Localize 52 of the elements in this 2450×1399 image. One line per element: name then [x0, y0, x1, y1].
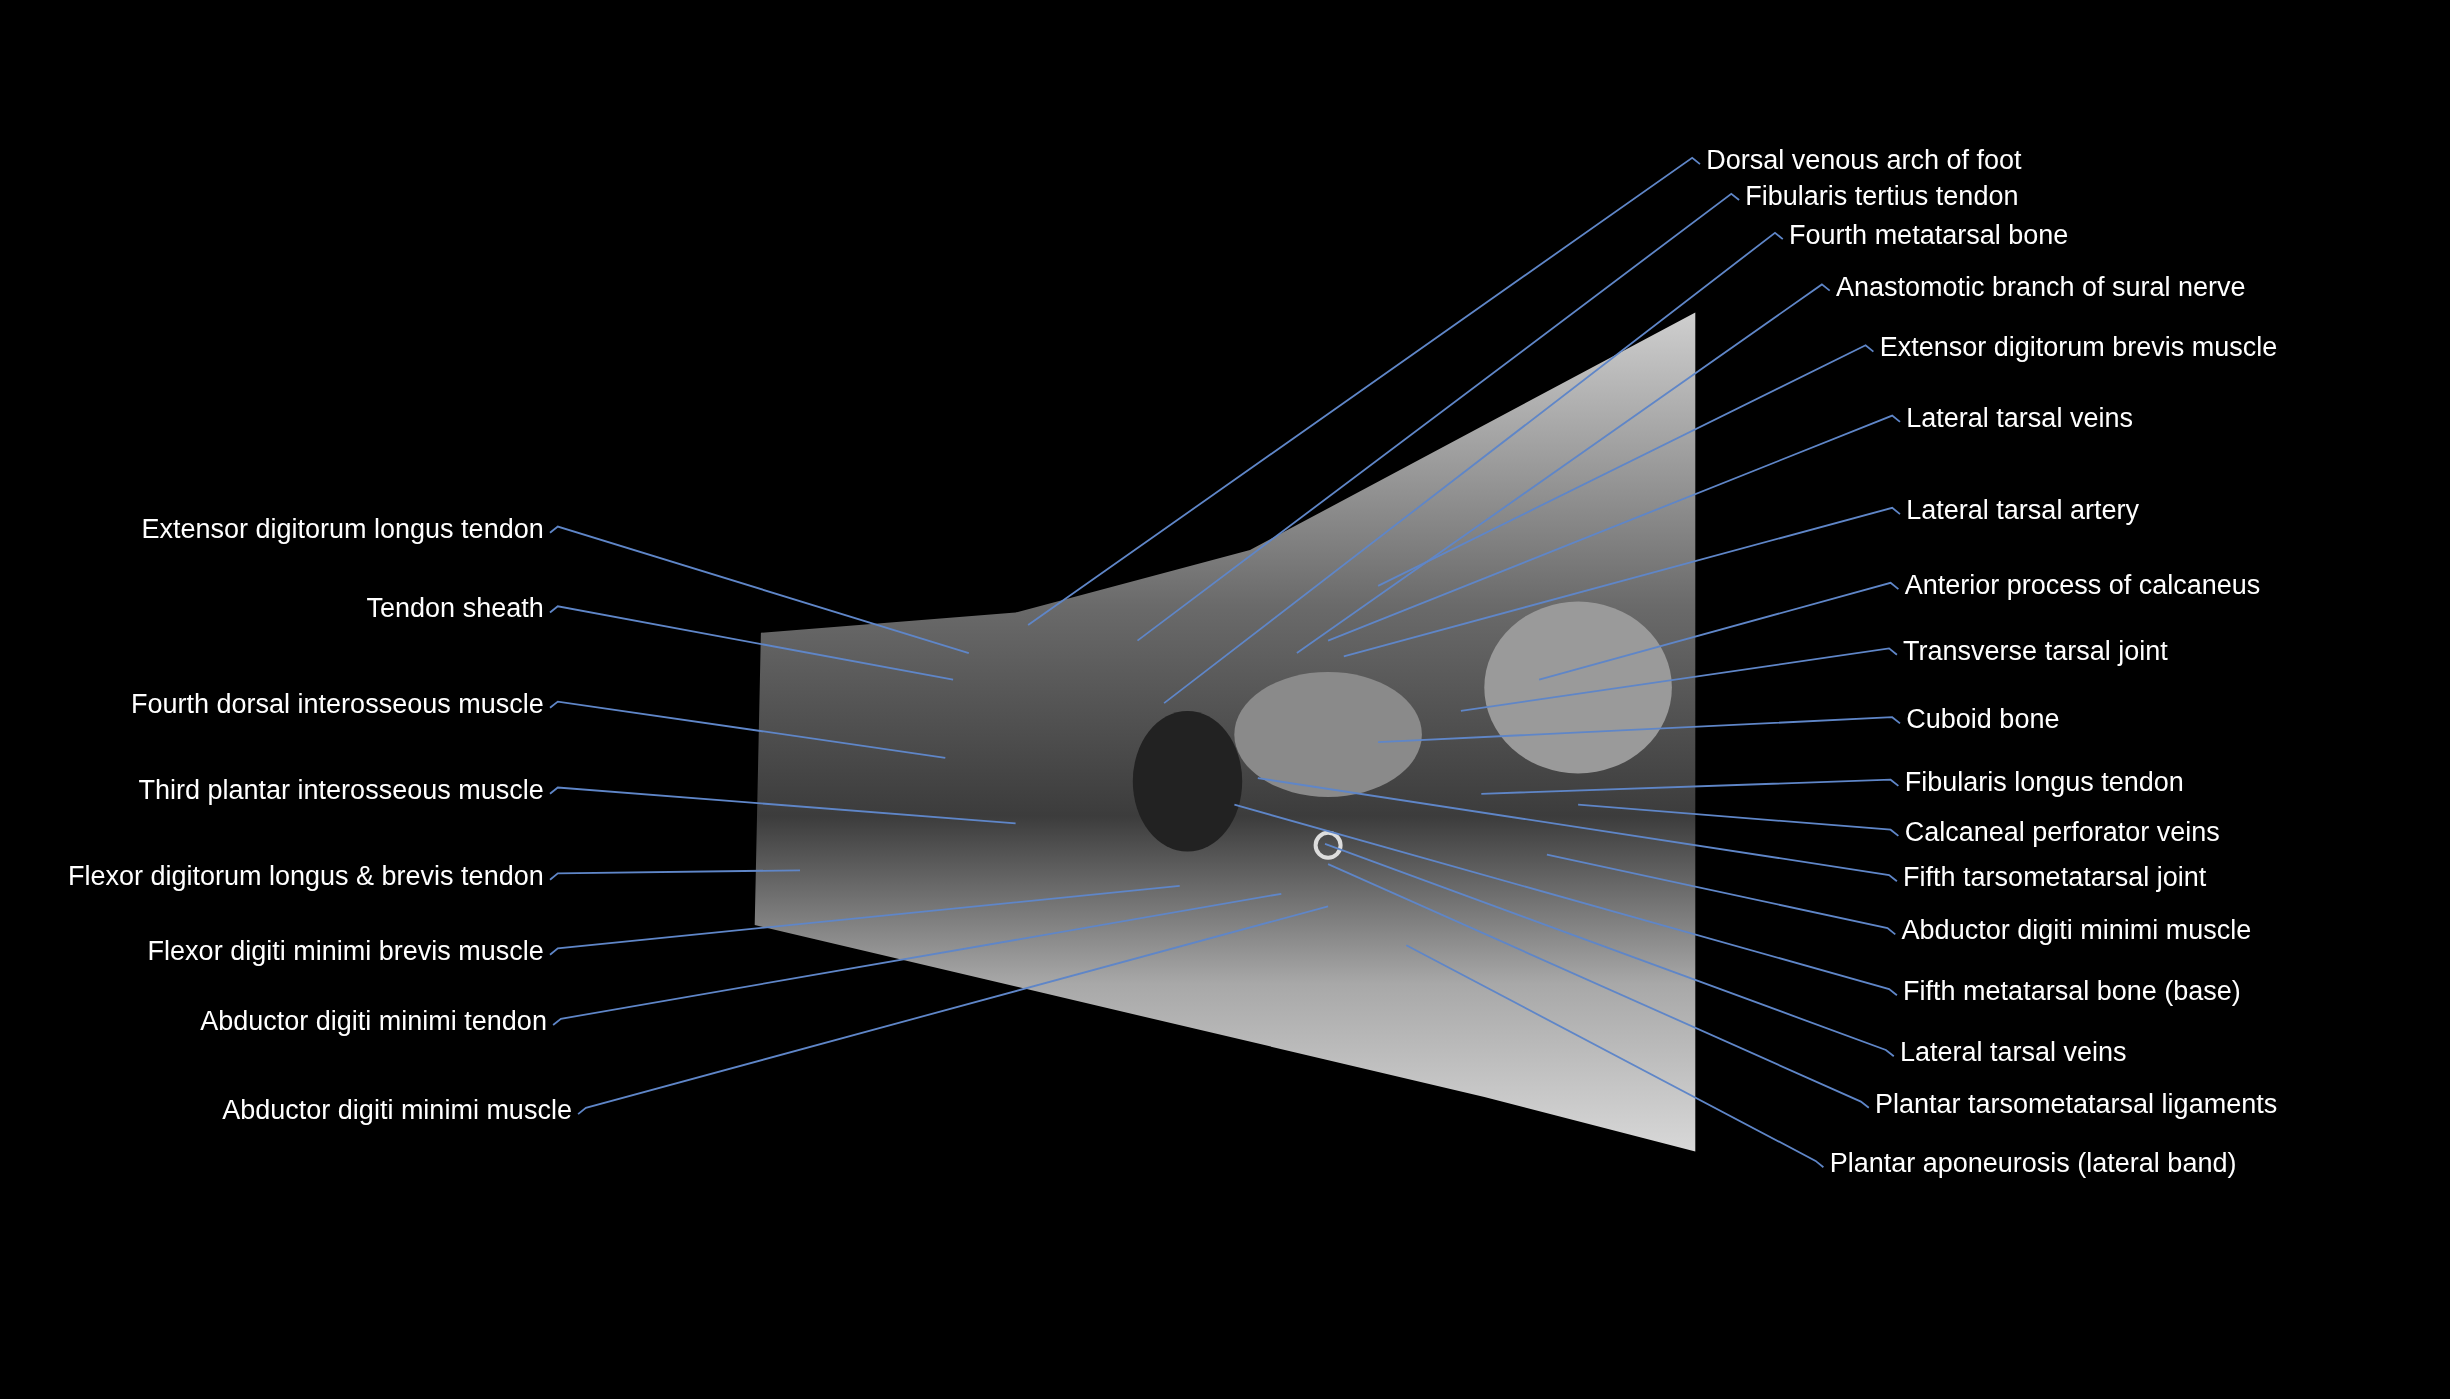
- leader-line: [1136, 192, 1740, 642]
- structure-label: Extensor digitorum longus tendon: [141, 514, 544, 546]
- structure-label: Extensor digitorum brevis muscle: [1879, 332, 2278, 364]
- structure-label: Third plantar interosseous muscle: [138, 775, 544, 807]
- structure-label: Fifth tarsometatarsal joint: [1903, 862, 2207, 894]
- structure-label: Transverse tarsal joint: [1903, 636, 2168, 668]
- structure-label: Cuboid bone: [1906, 704, 2060, 736]
- leader-line: [1405, 944, 1825, 1169]
- leader-line: [1577, 803, 1900, 837]
- structure-label: Tendon sheath: [366, 593, 544, 625]
- structure-label: Fibularis longus tendon: [1904, 767, 2184, 799]
- leader-line: [549, 786, 1017, 825]
- leader-line: [1027, 156, 1701, 626]
- structure-label: Fourth dorsal interosseous muscle: [131, 689, 544, 721]
- structure-label: Flexor digiti minimi brevis muscle: [147, 936, 544, 968]
- structure-label: Abductor digiti minimi muscle: [222, 1095, 572, 1127]
- structure-label: Dorsal venous arch of foot: [1706, 145, 2022, 177]
- leader-line: [1377, 716, 1901, 744]
- leader-line: [1546, 853, 1897, 936]
- leader-line: [577, 905, 1329, 1115]
- leader-line: [552, 892, 1283, 1026]
- structure-label: Anastomotic branch of sural nerve: [1835, 272, 2246, 303]
- leader-line: [1327, 863, 1870, 1109]
- structure-label: Abductor digiti minimi tendon: [200, 1006, 547, 1038]
- leader-line: [1296, 283, 1831, 654]
- leader-line: [1460, 647, 1898, 712]
- structure-label: Flexor digitorum longus & brevis tendon: [67, 861, 544, 893]
- leader-line: [549, 885, 1181, 956]
- leader-line: [1233, 803, 1898, 997]
- leader-line: [549, 525, 970, 654]
- structure-label: Calcaneal perforator veins: [1904, 817, 2220, 849]
- structure-label: Fourth metatarsal bone: [1789, 220, 2069, 252]
- leader-line: [1256, 777, 1898, 883]
- leader-line: [549, 869, 801, 881]
- leader-line: [1342, 506, 1901, 658]
- leader-line: [1538, 581, 1900, 681]
- leader-line: [1324, 842, 1895, 1058]
- leader-line: [1480, 778, 1900, 795]
- leader-line: [549, 700, 947, 759]
- structure-label: Lateral tarsal veins: [1900, 1037, 2127, 1069]
- leader-line: [1327, 414, 1901, 642]
- structure-label: Lateral tarsal veins: [1906, 403, 2133, 435]
- leader-line: [1163, 231, 1784, 704]
- structure-label: Abductor digiti minimi muscle: [1901, 915, 2252, 947]
- structure-label: Lateral tarsal artery: [1906, 495, 2139, 527]
- leader-line: [549, 605, 954, 681]
- leader-line: [1377, 344, 1875, 587]
- structure-label: Plantar tarsometatarsal ligaments: [1875, 1089, 2278, 1121]
- structure-label: Plantar aponeurosis (lateral band): [1829, 1148, 2237, 1180]
- structure-label: Fibularis tertius tendon: [1745, 181, 2019, 213]
- structure-label: Anterior process of calcaneus: [1904, 570, 2261, 602]
- structure-label: Fifth metatarsal bone (base): [1903, 976, 2241, 1008]
